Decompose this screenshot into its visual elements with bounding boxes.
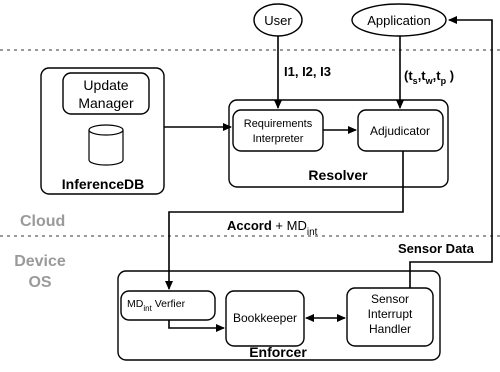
md-verifier-rest: Verfier bbox=[152, 298, 186, 310]
accord-plus-md: + MD bbox=[272, 218, 307, 233]
md-verifier-subscript: int bbox=[143, 304, 152, 313]
bookkeeper-label: Bookkeeper bbox=[233, 311, 297, 325]
update-manager-box bbox=[62, 72, 150, 115]
timing-w: w bbox=[425, 76, 434, 86]
os-region-label: OS bbox=[28, 274, 51, 291]
update-manager-label-1: Update bbox=[83, 77, 128, 93]
user-label: User bbox=[264, 13, 292, 28]
timing-open: (t bbox=[404, 68, 413, 83]
adjudicator-label: Adjudicator bbox=[370, 124, 430, 138]
device-region-label: Device bbox=[14, 253, 66, 270]
cloud-region-label: Cloud bbox=[20, 213, 65, 230]
sensor-data-label: Sensor Data bbox=[398, 241, 475, 256]
md-verifier-to-bookkeeper-arrow bbox=[168, 320, 225, 332]
timing-sep1: ,t bbox=[418, 68, 427, 83]
md-verifier-main: MD bbox=[127, 298, 144, 310]
md-verifier-label: MDint Verfier bbox=[127, 298, 186, 313]
inferencedb-label: InferenceDB bbox=[62, 176, 144, 192]
user-inputs-label: I1, I2, I3 bbox=[284, 64, 331, 79]
accord-subscript: int bbox=[307, 227, 318, 238]
timing-s: s bbox=[413, 76, 418, 86]
sensor-label-3: Handler bbox=[369, 322, 411, 336]
requirements-interpreter-label-2: Interpreter bbox=[253, 133, 304, 145]
accord-label: Accord + MDint bbox=[227, 218, 318, 238]
application-node bbox=[351, 3, 447, 37]
enforcer-label: Enforcer bbox=[249, 344, 307, 360]
resolver-label: Resolver bbox=[308, 167, 368, 183]
update-manager-label-2: Manager bbox=[78, 95, 134, 111]
adjudicator-to-md-verifier-arrow bbox=[165, 151, 404, 290]
adjudicator-box bbox=[357, 109, 444, 152]
accord-bold: Accord bbox=[227, 218, 272, 233]
timing-close: ) bbox=[446, 68, 454, 83]
timing-sep2: ,t bbox=[433, 68, 442, 83]
requirements-interpreter-label-1: Requirements bbox=[244, 118, 313, 130]
sensor-label-1: Sensor bbox=[371, 292, 409, 306]
sensor-interrupt-handler-box bbox=[346, 287, 434, 347]
bookkeeper-box bbox=[225, 290, 305, 347]
application-label: Application bbox=[367, 13, 431, 28]
sensor-label-2: Interrupt bbox=[368, 307, 413, 321]
timing-label: (ts,tw,tp ) bbox=[404, 68, 454, 86]
database-icon bbox=[88, 124, 124, 166]
timing-p: p bbox=[441, 76, 447, 86]
md-verifier-box bbox=[120, 290, 216, 321]
sensor-data-to-application-arrow bbox=[409, 16, 493, 288]
